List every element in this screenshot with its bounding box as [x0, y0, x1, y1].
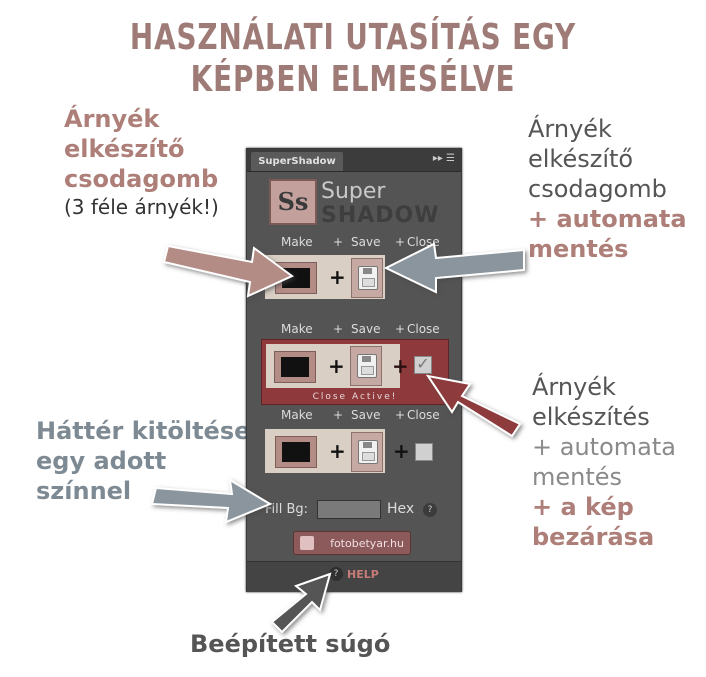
arrow-right-top	[383, 242, 525, 294]
arrow-left-top	[162, 244, 294, 298]
row3-plus2-icon: +	[393, 439, 410, 463]
camera-icon	[300, 536, 314, 550]
row2-close-checkbox[interactable]: ✓	[414, 356, 432, 374]
row1-plus-label: +	[333, 235, 344, 249]
logo-word-shadow: SHADOW	[321, 203, 440, 228]
shadow-preview-icon	[282, 442, 310, 462]
ann-rm-3: + automata	[532, 433, 676, 461]
row1-plus-icon: +	[329, 265, 346, 289]
arrow-right-mid	[425, 374, 522, 438]
tab-supershadow[interactable]: SuperShadow	[251, 152, 343, 171]
ann-rt-2: elkészítő	[528, 145, 634, 173]
fill-bg-label: Fill Bg:	[265, 502, 309, 517]
row1-save-button[interactable]	[351, 258, 383, 298]
ann-lm-1: Háttér kitöltése	[36, 417, 251, 445]
ann-rt-4: + automata	[528, 205, 687, 233]
ann-lm-3: színnel	[36, 477, 132, 505]
row2-save-label: Save	[351, 322, 381, 336]
row3-close-label: Close	[407, 408, 440, 422]
floppy-disk-icon	[358, 440, 378, 464]
ann-rt-3: csodagomb	[528, 175, 667, 203]
row3-plus-label: +	[333, 408, 344, 422]
row2-plus2-icon: +	[392, 354, 409, 378]
row2-save-button[interactable]	[350, 346, 382, 386]
row3-save-label: Save	[351, 408, 381, 422]
ann-lt-1: Árnyék	[64, 105, 160, 133]
ann-lt-2: elkészítő	[64, 135, 185, 163]
annotation-left-top: Árnyék elkészítő csodagomb (3 féle árnyé…	[64, 104, 219, 220]
close-active-label: Close Active!	[312, 392, 398, 402]
help-link[interactable]: HELP	[347, 568, 379, 581]
row1-plus2-label: +	[395, 235, 406, 249]
logo-word-super: Super	[321, 179, 386, 204]
ann-rm-4: mentés	[532, 463, 623, 491]
row3-close-checkbox[interactable]	[415, 443, 433, 461]
page-title-line1: HASZNÁLATI UTASÍTÁS EGY	[129, 17, 577, 58]
ann-rm-1: Árnyék	[532, 373, 616, 401]
row3-plus-icon: +	[329, 439, 346, 463]
panel-footer: ? HELP	[247, 561, 461, 592]
page-title-line2: KÉPBEN ELMESÉLVE	[190, 59, 516, 100]
row1-make-label: Make	[281, 235, 313, 249]
help-icon[interactable]: ?	[329, 567, 343, 581]
ann-lm-2: egy adott	[36, 447, 167, 475]
ann-rm-6: bezárása	[532, 523, 655, 551]
arrow-left-mid	[150, 478, 273, 524]
fotobetyar-label: fotobetyar.hu	[330, 537, 404, 550]
row2-plus-label: +	[333, 322, 344, 336]
annotation-right-mid: Árnyék elkészítés + automata mentés + a …	[532, 372, 676, 552]
shadow-preview-icon	[281, 357, 309, 377]
row3-save-button[interactable]	[351, 432, 383, 472]
ann-rt-1: Árnyék	[528, 115, 612, 143]
annotation-left-mid: Háttér kitöltése egy adott színnel	[36, 416, 250, 506]
hex-label: Hex	[387, 501, 415, 517]
fotobetyar-button[interactable]: fotobetyar.hu	[293, 531, 411, 555]
annotation-right-top: Árnyék elkészítő csodagomb + automata me…	[528, 114, 687, 264]
floppy-disk-icon	[357, 354, 377, 378]
supershadow-panel: SuperShadow ▸▸ ☰ Ss Super SHADOW Make + …	[246, 148, 462, 592]
panel-tabbar: SuperShadow ▸▸ ☰	[247, 149, 461, 172]
row2-make-label: Make	[281, 322, 313, 336]
row3-make-shadow-button[interactable]	[275, 436, 317, 468]
ann-lt-3: csodagomb	[64, 165, 219, 193]
row2-plus-icon: +	[328, 354, 345, 378]
panel-menu-icon[interactable]: ▸▸ ☰	[432, 153, 455, 164]
row2-close-active-box: + + ✓ Close Active!	[261, 339, 449, 405]
row2-plus2-label: +	[395, 322, 406, 336]
row2-make-shadow-button[interactable]	[274, 351, 316, 383]
ann-rm-5: + a kép	[532, 493, 634, 521]
ann-rt-5: mentés	[528, 235, 629, 263]
supershadow-logo-icon: Ss	[269, 179, 317, 225]
floppy-disk-icon	[358, 266, 378, 290]
fill-help-icon[interactable]: ?	[423, 503, 437, 517]
row3-plus2-label: +	[395, 408, 406, 422]
ann-rm-2: elkészítés	[532, 403, 650, 431]
ann-lt-4: (3 féle árnyék!)	[64, 195, 219, 219]
arrow-bottom	[270, 572, 332, 634]
fill-bg-color-input[interactable]	[317, 500, 381, 519]
row2-close-label: Close	[407, 322, 440, 336]
row1-save-label: Save	[351, 235, 381, 249]
row3-make-label: Make	[281, 408, 313, 422]
annotation-bottom: Beépített súgó	[190, 630, 391, 658]
